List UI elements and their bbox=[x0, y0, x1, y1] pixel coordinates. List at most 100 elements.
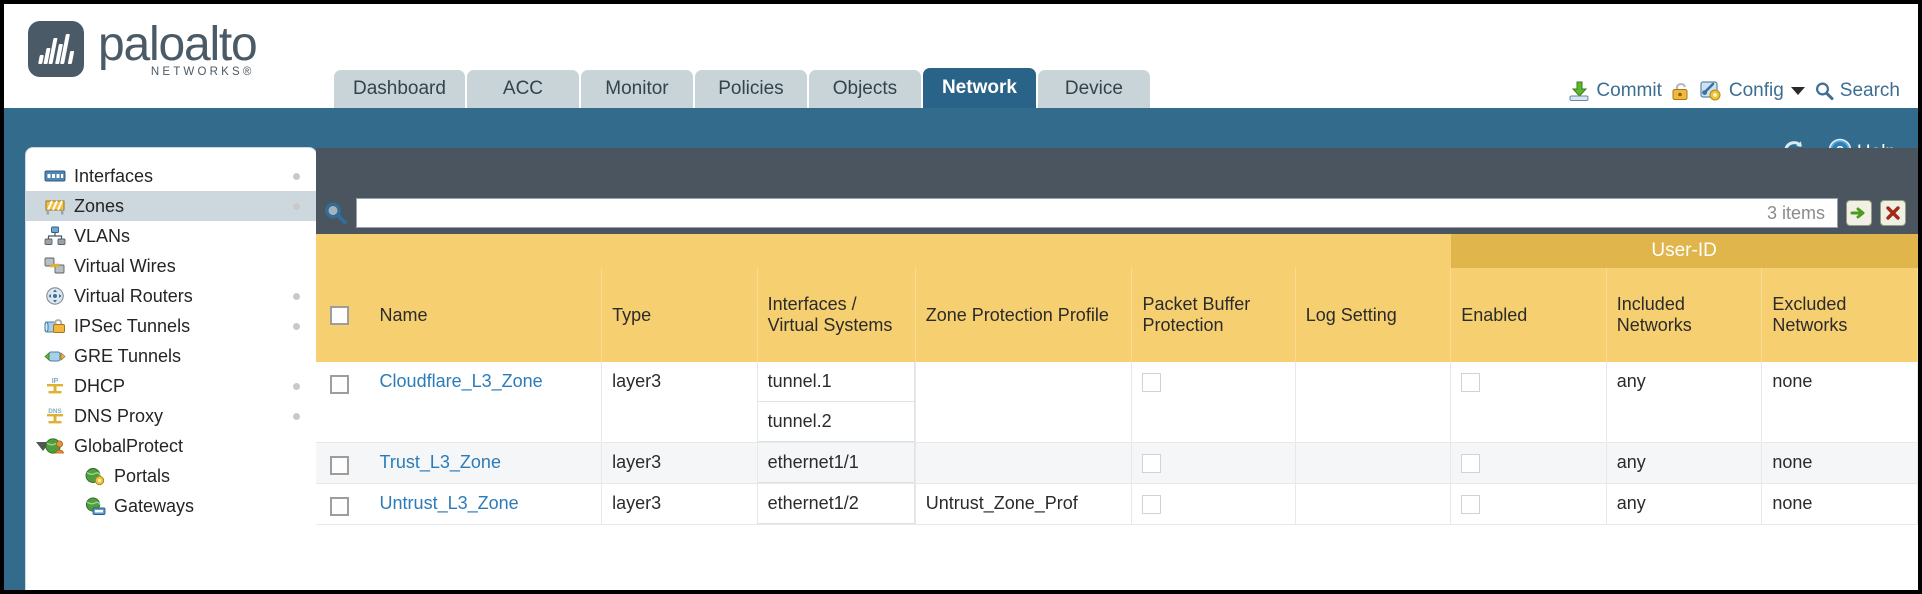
sidebar-item-interfaces[interactable]: Interfaces bbox=[26, 161, 316, 191]
sidebar-item-dns-proxy[interactable]: DNS DNS Proxy bbox=[26, 401, 316, 431]
zones-main-panel: 3 items bbox=[316, 148, 1918, 590]
lock-button[interactable] bbox=[1671, 80, 1691, 102]
column-header-enabled[interactable]: Enabled bbox=[1450, 268, 1607, 362]
column-header-excluded-networks[interactable]: Excluded Networks bbox=[1761, 268, 1918, 362]
sidebar-item-virtual-wires[interactable]: Virtual Wires bbox=[26, 251, 316, 281]
column-header-name[interactable]: Name bbox=[369, 268, 603, 362]
cell-interfaces: ethernet1/2 bbox=[757, 483, 916, 525]
sidebar-item-label: DHCP bbox=[74, 375, 126, 396]
sidebar-item-label: Virtual Wires bbox=[74, 255, 176, 276]
tab-monitor[interactable]: Monitor bbox=[580, 70, 693, 108]
portals-icon bbox=[84, 466, 106, 486]
table-header-row: Name Type Interfaces / Virtual Systems Z… bbox=[316, 268, 1918, 362]
row-checkbox[interactable] bbox=[330, 455, 349, 475]
cell-log-setting bbox=[1295, 442, 1452, 484]
clear-filter-button[interactable] bbox=[1880, 200, 1906, 226]
table-row[interactable]: Cloudflare_L3_Zone layer3 tunnel.1 tunne… bbox=[316, 362, 1918, 443]
sidebar-item-label: Interfaces bbox=[74, 165, 154, 186]
sidebar-item-gateways[interactable]: Gateways bbox=[26, 491, 316, 521]
cell-type: layer3 bbox=[601, 362, 758, 443]
sidebar-status-dot bbox=[293, 293, 300, 300]
column-header-zone-protection-profile[interactable]: Zone Protection Profile bbox=[915, 268, 1133, 362]
cell-zone-protection-profile bbox=[915, 442, 1133, 484]
config-label: Config bbox=[1728, 80, 1784, 101]
virtual-routers-icon bbox=[44, 286, 66, 306]
sidebar-item-globalprotect[interactable]: GlobalProtect bbox=[26, 431, 316, 461]
sidebar-item-label: Gateways bbox=[114, 495, 195, 516]
select-all-header bbox=[316, 268, 370, 362]
cell-type: layer3 bbox=[601, 483, 758, 525]
zone-name-link[interactable]: Trust_L3_Zone bbox=[379, 452, 501, 472]
row-checkbox[interactable] bbox=[330, 374, 349, 394]
column-header-packet-buffer-protection[interactable]: Packet Buffer Protection bbox=[1131, 268, 1296, 362]
table-row[interactable]: Trust_L3_Zone layer3 ethernet1/1 any bbox=[316, 442, 1918, 484]
cell-included-networks: any bbox=[1606, 483, 1763, 525]
tab-acc[interactable]: ACC bbox=[466, 70, 579, 108]
search-filter-icon[interactable] bbox=[322, 200, 348, 226]
table-row[interactable]: Untrust_L3_Zone layer3 ethernet1/2 Untru… bbox=[316, 483, 1918, 525]
interface-entry: tunnel.2 bbox=[757, 402, 915, 442]
sidebar-status-dot bbox=[293, 203, 300, 210]
sidebar-item-virtual-routers[interactable]: Virtual Routers bbox=[26, 281, 316, 311]
dhcp-icon: IP bbox=[44, 376, 66, 396]
tab-device[interactable]: Device bbox=[1037, 70, 1150, 108]
sidebar-list: Interfaces Zones bbox=[26, 148, 316, 521]
packet-buffer-protection-checkbox[interactable] bbox=[1142, 494, 1162, 514]
column-header-included-networks[interactable]: Included Networks bbox=[1606, 268, 1763, 362]
dns-proxy-icon: DNS bbox=[44, 406, 66, 426]
userid-enabled-checkbox[interactable] bbox=[1461, 494, 1481, 514]
sidebar-status-dot bbox=[293, 173, 300, 180]
config-menu[interactable]: Config bbox=[1700, 80, 1805, 102]
tab-policies[interactable]: Policies bbox=[694, 70, 807, 108]
userid-enabled-checkbox[interactable] bbox=[1461, 453, 1481, 473]
lock-icon bbox=[1671, 80, 1691, 102]
filter-input[interactable]: 3 items bbox=[356, 198, 1838, 228]
cell-included-networks: any bbox=[1606, 442, 1763, 484]
group-header-spacer bbox=[316, 234, 1451, 268]
packet-buffer-protection-checkbox[interactable] bbox=[1142, 453, 1162, 473]
main-nav-tabs: Dashboard ACC Monitor Policies Objects N… bbox=[334, 68, 1150, 108]
sidebar-item-ipsec-tunnels[interactable]: IPSec Tunnels bbox=[26, 311, 316, 341]
search-label: Search bbox=[1839, 80, 1900, 101]
tab-objects[interactable]: Objects bbox=[808, 70, 921, 108]
column-header-type[interactable]: Type bbox=[601, 268, 758, 362]
sidebar-item-vlans[interactable]: VLANs bbox=[26, 221, 316, 251]
config-key-icon bbox=[1700, 80, 1723, 102]
zone-name-link[interactable]: Cloudflare_L3_Zone bbox=[379, 371, 543, 391]
brand-tagline: NETWORKS® bbox=[150, 66, 255, 78]
tab-dashboard[interactable]: Dashboard bbox=[334, 70, 465, 108]
sidebar-item-gre-tunnels[interactable]: GRE Tunnels bbox=[26, 341, 316, 371]
apply-filter-button[interactable] bbox=[1846, 200, 1872, 226]
select-all-checkbox[interactable] bbox=[330, 306, 349, 326]
network-sidebar: Interfaces Zones bbox=[26, 148, 316, 590]
collapse-triangle-icon[interactable] bbox=[36, 442, 50, 451]
svg-text:IP: IP bbox=[52, 378, 59, 385]
row-checkbox[interactable] bbox=[330, 496, 349, 516]
cell-excluded-networks: none bbox=[1761, 362, 1918, 443]
search-icon bbox=[1814, 81, 1834, 101]
packet-buffer-protection-checkbox[interactable] bbox=[1142, 372, 1162, 392]
column-header-interfaces[interactable]: Interfaces / Virtual Systems bbox=[757, 268, 916, 362]
cell-packet-buffer-protection bbox=[1131, 442, 1296, 484]
row-select-cell bbox=[316, 442, 370, 484]
ipsec-tunnels-icon bbox=[44, 316, 66, 336]
sidebar-item-zones[interactable]: Zones bbox=[26, 191, 316, 221]
commit-download-icon bbox=[1568, 80, 1590, 102]
interfaces-icon bbox=[44, 166, 66, 186]
sidebar-item-label: Zones bbox=[74, 195, 125, 216]
search-button[interactable]: Search bbox=[1814, 80, 1900, 102]
userid-enabled-checkbox[interactable] bbox=[1461, 372, 1481, 392]
brand-name: paloalto bbox=[98, 18, 258, 71]
brand-wordmark: paloalto NETWORKS® bbox=[98, 18, 258, 79]
tab-network[interactable]: Network bbox=[922, 68, 1036, 108]
row-select-cell bbox=[316, 483, 370, 525]
cell-type: layer3 bbox=[601, 442, 758, 484]
chevron-down-icon[interactable] bbox=[1790, 87, 1805, 95]
brand-logo[interactable]: paloalto NETWORKS® bbox=[28, 18, 258, 79]
zone-name-link[interactable]: Untrust_L3_Zone bbox=[379, 493, 519, 513]
sidebar-item-dhcp[interactable]: IP DHCP bbox=[26, 371, 316, 401]
column-header-log-setting[interactable]: Log Setting bbox=[1295, 268, 1452, 362]
zones-icon bbox=[44, 196, 66, 216]
commit-button[interactable]: Commit bbox=[1568, 80, 1662, 102]
sidebar-item-portals[interactable]: Portals bbox=[26, 461, 316, 491]
